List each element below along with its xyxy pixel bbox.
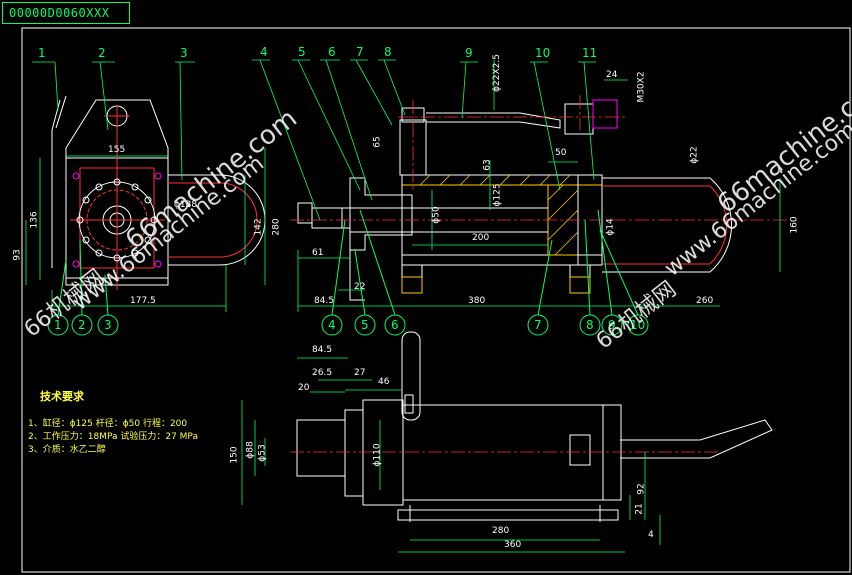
drawing-border [21,27,851,573]
dim-phi22: ϕ22 [689,146,700,164]
balloon-9: 9 [608,318,616,332]
dim-24: 24 [606,70,618,80]
callout-9: 9 [465,46,473,60]
dim-phi88: ϕ88 [245,441,256,459]
dim-63: 63 [482,159,493,171]
balloon-2: 2 [78,318,86,332]
dim-m30x2: M30X2 [636,71,647,103]
dim-46: 46 [378,377,390,387]
bolt-circle [72,172,162,268]
dim-phi53: ϕ53 [257,444,268,462]
dim-360: 360 [504,540,522,550]
dim-177-5: 177.5 [130,296,156,306]
dim-phi22x2-5: ϕ22X2.5 [491,54,502,92]
callout-1: 1 [38,46,46,60]
dim-phi138: ϕ138 [174,200,198,210]
callout-6: 6 [328,45,336,59]
dim-phi125: ϕ125 [492,183,503,207]
callout-3: 3 [180,46,188,60]
callout-2: 2 [98,46,106,60]
callout-8: 8 [384,45,392,59]
balloon-5: 5 [361,318,369,332]
callout-11: 11 [582,46,598,60]
dim-280-b: 280 [492,526,510,536]
balloon-4: 4 [328,318,336,332]
main-view-dimensions [297,60,781,312]
dim-50: 50 [555,148,567,158]
callout-7: 7 [356,45,364,59]
dim-84-5-b: 84.5 [312,345,333,355]
dim-92: 92 [636,483,647,495]
bottom-dimensions [241,357,661,553]
drawing-number: 00000D0060XXX [2,2,130,24]
balloon-8: 8 [586,318,594,332]
main-centerlines [290,95,790,221]
balloon-7: 7 [534,318,542,332]
dim-phi14: ϕ14 [605,218,616,236]
requirement-line-1: 1、缸径：ϕ125 杆径：ϕ50 行程：200 [28,419,188,429]
dim-20: 20 [298,383,310,393]
dim-27: 27 [354,368,366,378]
callout-5: 5 [298,45,306,59]
left-view-dimensions [25,148,266,312]
callout-4: 4 [260,45,268,59]
dim-200: 200 [472,233,490,243]
dim-160: 160 [789,216,800,234]
dim-26-5: 26.5 [312,368,333,378]
dim-280: 280 [271,218,282,236]
dim-142: 142 [253,218,264,236]
dim-phi50: ϕ50 [431,206,442,224]
dim-84-5: 84.5 [314,296,335,306]
section-hatching [419,174,579,256]
dim-136: 136 [29,211,40,229]
requirement-line-2: 2、工作压力：18MPa 试验压力：27 MPa [28,432,198,442]
dim-21: 21 [634,503,645,515]
balloon-3: 3 [104,318,112,332]
dim-260: 260 [696,296,714,306]
bottom-plan-view [296,331,773,522]
dim-phi110: ϕ110 [372,443,383,467]
balloon-1: 1 [54,318,62,332]
balloon-10: 10 [630,318,646,332]
callout-leaders [32,59,596,221]
technical-requirements: 技术要求 1、缸径：ϕ125 杆径：ϕ50 行程：200 2、工作压力：18MP… [28,388,198,457]
dim-61: 61 [312,248,324,258]
dim-4: 4 [648,530,654,540]
dim-93: 93 [12,249,23,261]
balloon-6: 6 [391,318,399,332]
bottom-balloons [47,209,649,336]
callout-10: 10 [535,46,551,60]
dim-150: 150 [229,446,240,464]
dim-22: 22 [354,282,366,292]
dim-380: 380 [468,296,486,306]
requirements-heading: 技术要求 [40,390,84,403]
dim-155: 155 [108,145,126,155]
left-end-view [51,95,266,290]
requirement-line-3: 3、介质：水乙二醇 [28,445,106,455]
dim-65: 65 [372,136,383,148]
